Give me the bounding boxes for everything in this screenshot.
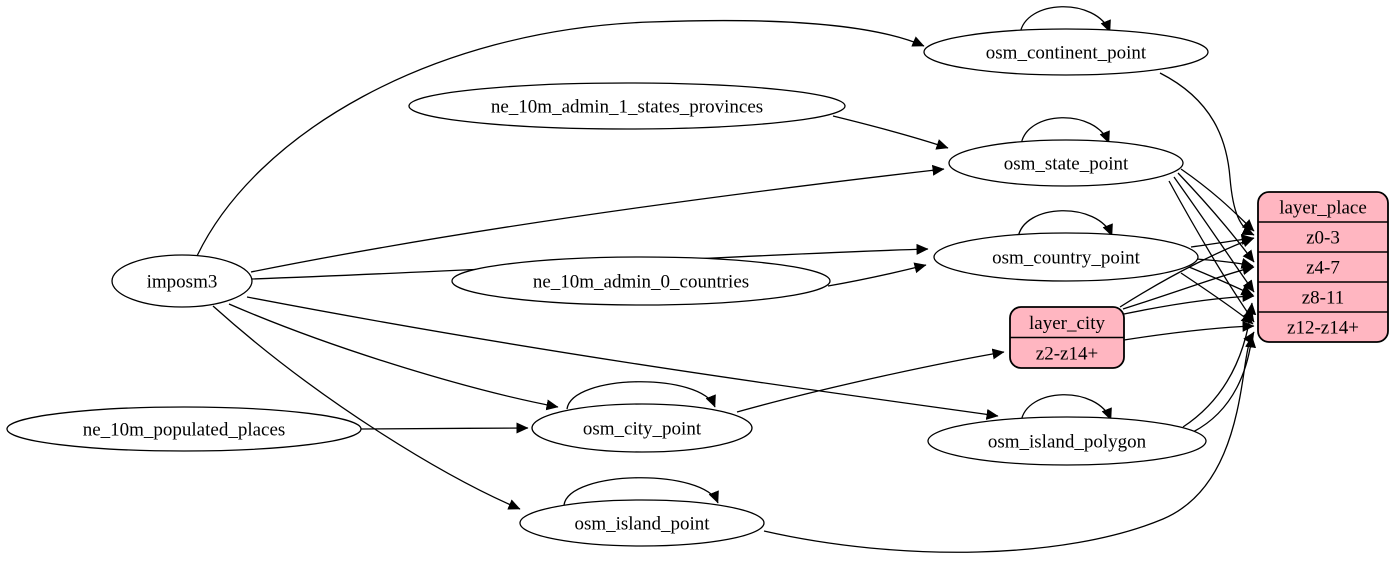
table-shape-osm_city_point [531, 403, 753, 453]
table-label-osm_island_polygon: osm_island_polygon [988, 432, 1147, 453]
node-ne_10m_admin_0_countries: ne_10m_admin_0_countries [451, 256, 831, 306]
node-layer_city: layer_city z2-z14+ [1009, 306, 1125, 369]
record-shape-layer_place [1257, 191, 1389, 343]
node-osm_island_point: osm_island_point [519, 499, 765, 547]
record-row-layer_place-z4-7: z4-7 [1306, 258, 1340, 279]
table-shape-ne_10m_admin_1_states_provinces [408, 82, 846, 130]
table-shape-osm_island_point [519, 499, 765, 547]
edge-ne_10m_admin_0_countries-to-osm_country_point [827, 262, 927, 287]
table-label-ne_10m_admin_0_countries: ne_10m_admin_0_countries [533, 272, 749, 293]
record-title-layer_city: layer_city [1029, 313, 1105, 334]
node-ne_10m_populated_places: ne_10m_populated_places [6, 406, 362, 452]
table-shape-ne_10m_populated_places [6, 406, 362, 452]
edge-ne_10m_populated_places-to-osm_city_point [360, 422, 529, 434]
table-label-osm_island_point: osm_island_point [574, 514, 710, 535]
edge-osm_state_point-to-layer_place-z4-7 [1177, 172, 1255, 263]
table-shape-osm_state_point [948, 139, 1184, 187]
table-label-osm_country_point: osm_country_point [992, 248, 1140, 269]
table-shape-ne_10m_admin_0_countries [451, 256, 831, 306]
table-label-osm_city_point: osm_city_point [583, 419, 702, 440]
node-osm_country_point: osm_country_point [933, 232, 1199, 282]
node-ne_10m_admin_1_states_provinces: ne_10m_admin_1_states_provinces [408, 82, 846, 130]
table-label-ne_10m_populated_places: ne_10m_populated_places [83, 420, 286, 441]
edge-layer_city-to-layer_place-z4-7 [1122, 264, 1255, 310]
edge-osm_island_point-to-layer_place-z12-z14+ [763, 331, 1255, 553]
edge-self-osm_island_polygon [1020, 394, 1112, 423]
edge-self-osm_country_point [1017, 210, 1113, 239]
edge-imposm3-to-osm_island_point [212, 305, 521, 510]
edge-layer_city-to-layer_place-z12-z14+ [1123, 320, 1255, 341]
edge-osm_island_polygon-to-layer_place-z8-11 [1182, 302, 1257, 428]
record-row-layer_place-z12-z14+: z12-z14+ [1287, 318, 1359, 339]
table-label-ne_10m_admin_1_states_provinces: ne_10m_admin_1_states_provinces [491, 97, 763, 118]
edge-self-osm_continent_point [1019, 6, 1111, 35]
record-title-layer_place: layer_place [1279, 198, 1367, 219]
table-shape-osm_island_polygon [927, 416, 1207, 466]
node-layer_place: layer_place z0-3 z4-7 z8-11 z12-z14+ [1257, 191, 1389, 343]
table-label-imposm3: imposm3 [147, 272, 218, 293]
edge-self-osm_state_point [1020, 117, 1110, 146]
edge-self-osm_island_point [563, 477, 719, 506]
node-osm_continent_point: osm_continent_point [923, 28, 1209, 76]
table-shape-osm_country_point [933, 232, 1199, 282]
record-row-layer_place-z0-3: z0-3 [1306, 228, 1340, 249]
edge-imposm3-to-osm_island_polygon [246, 296, 999, 420]
table-label-osm_state_point: osm_state_point [1004, 154, 1129, 175]
node-osm_state_point: osm_state_point [948, 139, 1184, 187]
edge-osm_city_point-to-layer_city-z2-z14+ [736, 348, 1005, 413]
node-imposm3: imposm3 [111, 254, 253, 308]
edge-imposm3-to-osm_city_point [228, 303, 559, 411]
edge-osm_continent_point-to-layer_place-z0-3 [1159, 72, 1255, 236]
edge-imposm3-to-osm_continent_point [196, 19, 925, 257]
edge-layer_city-to-layer_place-z0-3 [1119, 236, 1255, 308]
record-row-layer_place-z8-11: z8-11 [1302, 288, 1345, 309]
record-row-layer_city-z2-z14+: z2-z14+ [1036, 343, 1098, 364]
table-label-osm_continent_point: osm_continent_point [986, 43, 1147, 64]
edge-imposm3-to-osm_state_point [250, 164, 945, 273]
table-shape-osm_continent_point [923, 28, 1209, 76]
edge-ne_10m_admin_1_states_provinces-to-osm_state_point [832, 115, 949, 150]
edge-osm_island_polygon-to-layer_place-z12-z14+ [1192, 335, 1257, 433]
node-osm_city_point: osm_city_point [531, 403, 753, 453]
table-shape-imposm3 [111, 254, 253, 308]
edge-self-osm_city_point [566, 381, 716, 410]
edge-layer_city-to-layer_place-z8-11 [1123, 290, 1255, 315]
node-osm_island_polygon: osm_island_polygon [927, 416, 1207, 466]
edge-osm_state_point-to-layer_place-z0-3 [1180, 168, 1255, 232]
